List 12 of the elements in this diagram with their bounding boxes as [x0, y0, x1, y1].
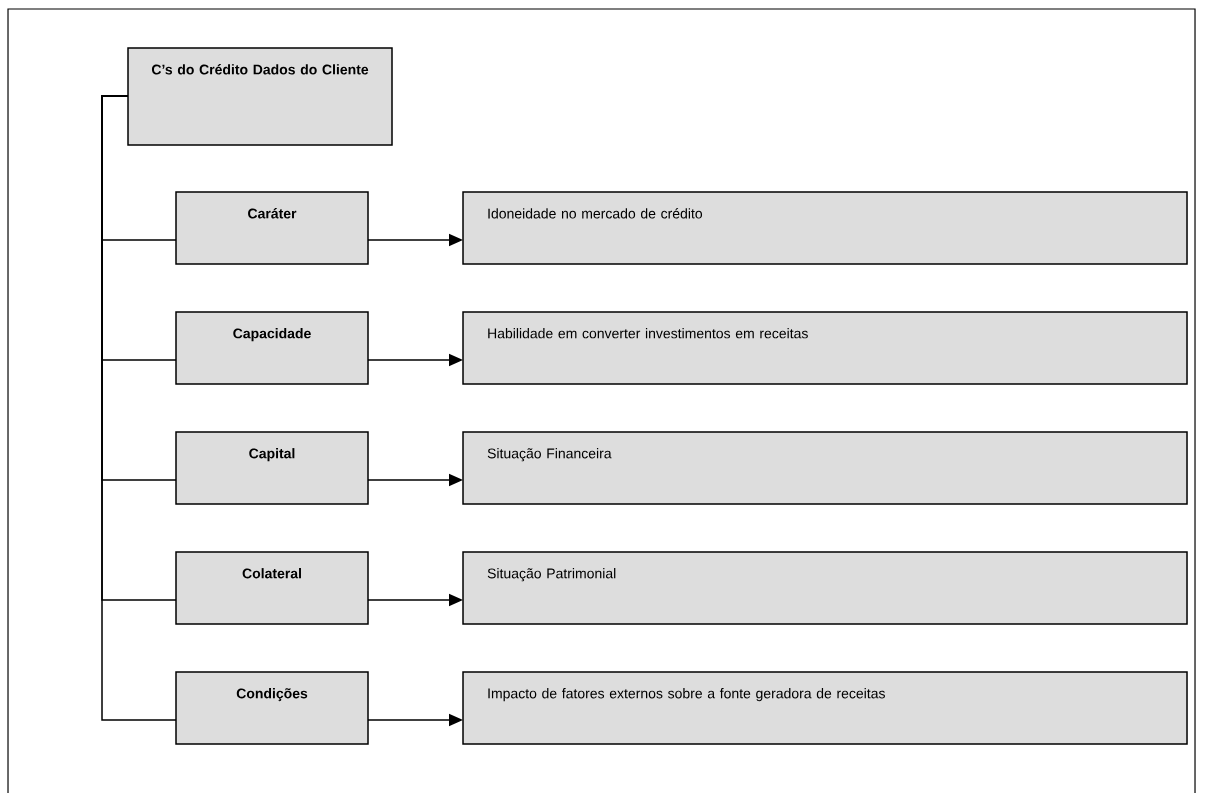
description-box: Situação Patrimonial — [462, 551, 1188, 625]
description-box: Idoneidade no mercado de crédito — [462, 191, 1188, 265]
title-box: C’s do Crédito Dados do Cliente — [127, 47, 393, 146]
category-box: Condições — [175, 671, 369, 745]
category-box: Capital — [175, 431, 369, 505]
category-box: Colateral — [175, 551, 369, 625]
description-box: Habilidade em converter investimentos em receitas — [462, 311, 1188, 385]
connector-line — [101, 95, 177, 721]
description-box: Impacto de fatores externos sobre a fonte geradora de receitas — [462, 671, 1188, 745]
category-box: Capacidade — [175, 311, 369, 385]
description-box: Situação Financeira — [462, 431, 1188, 505]
category-box: Caráter — [175, 191, 369, 265]
